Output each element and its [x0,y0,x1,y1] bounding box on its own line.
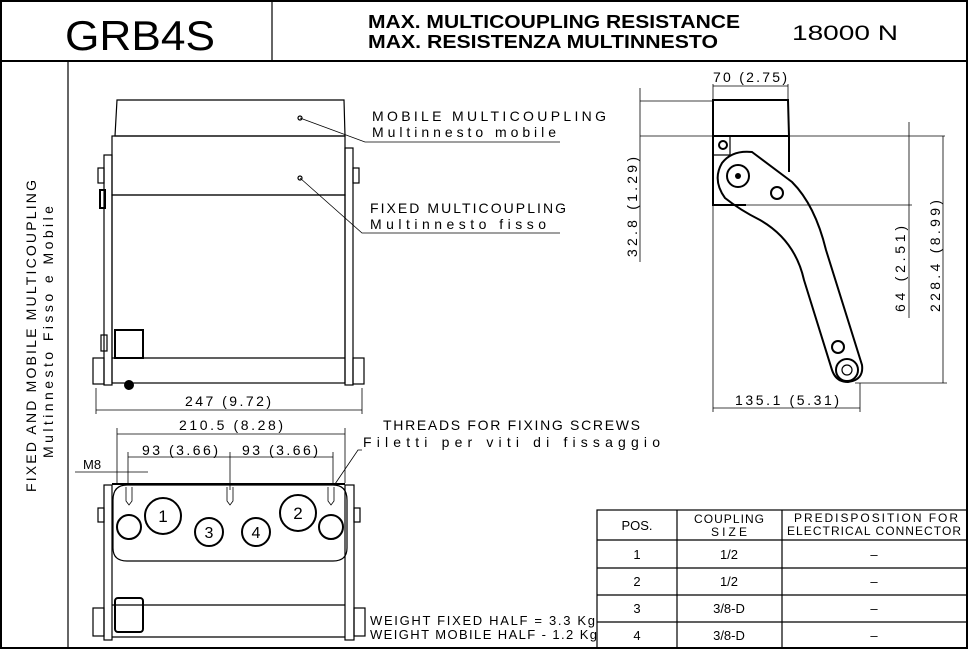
port-3: 3 [194,517,224,547]
svg-text:4: 4 [633,628,640,643]
svg-text:3: 3 [633,601,640,616]
svg-text:–: – [870,628,878,643]
dim-pitch-left: 93 (3.66) [142,442,218,458]
threads-callout-en: THREADS FOR FIXING SCREWS [383,417,640,433]
fixed-callout-it: Multinnesto fisso [370,216,546,232]
table-row: 2 1/2 – [633,574,878,589]
svg-text:1: 1 [158,507,167,526]
front-dimension-lines [75,388,363,490]
table-header-elec: PREDISPOSITION FOR [794,511,958,525]
dim-arm-offset: 64 (2.51) [892,226,908,312]
table-header-size: COUPLING [694,512,764,526]
resistance-label-it: MAX. RESISTENZA MULTINNESTO [368,32,718,52]
svg-text:4: 4 [252,525,261,542]
dim-overall-width: 247 (9.72) [185,393,271,409]
table-header-size-2: SIZE [711,525,747,539]
dim-hole-span: 210.5 (8.28) [179,417,283,433]
dim-arm-height: 228.4 (8.99) [927,200,943,312]
svg-text:2: 2 [293,504,302,523]
svg-text:3: 3 [205,525,214,542]
svg-text:2: 2 [633,574,640,589]
dim-side-offset: 32.8 (1.29) [624,157,640,257]
resistance-value: 18000 N [792,22,898,45]
mobile-callout-it: Multinnesto mobile [372,124,556,140]
dim-side-width: 70 (2.75) [713,69,787,85]
table-row: 4 3/8-D – [633,628,878,643]
svg-text:3/8-D: 3/8-D [713,628,745,643]
coupling-table [596,509,968,649]
model-title: GRB4S [65,12,215,59]
svg-text:–: – [870,574,878,589]
svg-text:3/8-D: 3/8-D [713,601,745,616]
table-header-pos: POS. [621,518,652,533]
threads-callout-it: Filetti per viti di fissaggio [363,434,660,450]
side-dimension-lines [639,84,947,412]
weight-mobile: WEIGHT MOBILE HALF - 1.2 Kg [370,627,597,642]
side-view [712,99,864,384]
svg-text:–: – [870,601,878,616]
table-row: 1 1/2 – [633,547,878,562]
dim-pitch-right: 93 (3.66) [242,442,318,458]
svg-text:1/2: 1/2 [720,547,738,562]
svg-text:–: – [870,547,878,562]
side-label-en: FIXED AND MOBILE MULTICOUPLING [23,180,39,492]
front-view [92,99,560,390]
side-label-it: Multinnesto Fisso e Mobile [40,206,56,458]
dim-thread: M8 [83,457,101,472]
port-1: 1 [144,497,182,535]
bottom-view [92,483,366,641]
dim-arm-reach: 135.1 (5.31) [735,392,839,408]
table-row: 3 3/8-D – [633,601,878,616]
table-header-elec-2: ELECTRICAL CONNECTOR [787,524,961,538]
svg-text:1/2: 1/2 [720,574,738,589]
mobile-callout-en: MOBILE MULTICOUPLING [372,108,606,124]
port-2: 2 [279,494,317,532]
svg-text:1: 1 [633,547,640,562]
port-4: 4 [241,517,271,547]
fixed-callout-en: FIXED MULTICOUPLING [370,200,566,216]
weight-fixed: WEIGHT FIXED HALF = 3.3 Kg [370,613,595,628]
resistance-label-en: MAX. MULTICOUPLING RESISTANCE [368,12,740,32]
